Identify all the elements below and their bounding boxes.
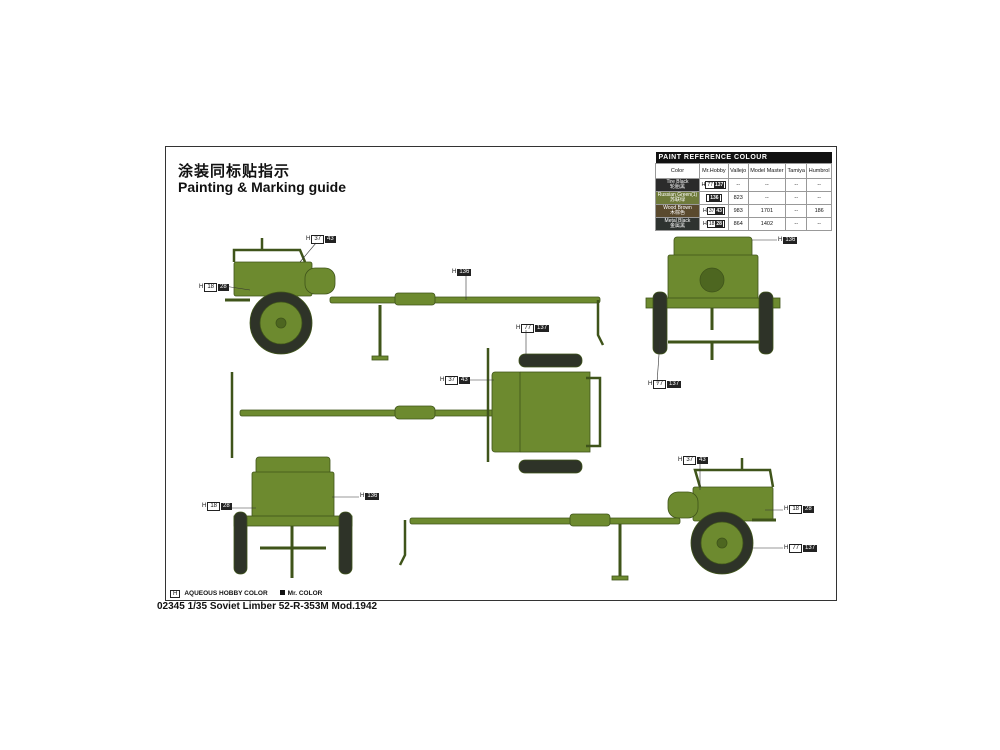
color-name: Wood Brown xyxy=(663,205,692,211)
mr-color-code: 43 xyxy=(715,208,723,214)
mr-color-legend: Mr. COLOR xyxy=(287,590,323,597)
hobby-prefix: H xyxy=(702,208,707,214)
hobby-code: 77 xyxy=(707,182,713,188)
side-view-right xyxy=(398,458,776,581)
color-name-cn: 金属黑 xyxy=(669,223,685,229)
side-view-left xyxy=(225,238,605,361)
color-name: Metal Black xyxy=(664,218,691,224)
mr-color-code: 136 xyxy=(709,195,720,201)
kit-caption: 02345 1/35 Soviet Limber 52-R-353M Mod.1… xyxy=(157,601,378,612)
front-view xyxy=(645,236,781,360)
rear-view xyxy=(233,456,353,578)
hobby-prefix: H xyxy=(702,221,707,227)
color-name: Tire Black xyxy=(666,179,689,185)
page-title-chinese: 涂装同标贴指示 xyxy=(178,162,291,180)
tamiya-cell: -- xyxy=(785,191,808,205)
mr-hobby-cell: 136 xyxy=(698,191,729,205)
top-view xyxy=(230,348,602,474)
mr-color-code: 137 xyxy=(713,182,725,188)
table-row: Russian Green(1)苏联绿 136 823 -- -- -- xyxy=(655,191,832,205)
color-name-cn: 木棕色 xyxy=(669,210,685,216)
mr-color-code: 28 xyxy=(715,221,723,227)
paint-reference-table: PAINT REFERENCE COLOUR Color Mr.Hobby Va… xyxy=(655,152,832,231)
color-name-cn: 轮胎黑 xyxy=(669,184,685,190)
hobby-prefix: H xyxy=(701,182,706,188)
humbrol-cell: -- xyxy=(806,217,832,231)
guide-frame xyxy=(165,146,837,601)
paint-table-title: PAINT REFERENCE COLOUR xyxy=(655,152,832,164)
aqueous-legend: AQUEOUS HOBBY COLOR xyxy=(184,590,268,597)
color-name-cn: 苏联绿 xyxy=(669,197,685,203)
hobby-code: 37 xyxy=(708,208,715,214)
mr-color-legend-square xyxy=(279,590,285,595)
tamiya-cell: -- xyxy=(785,217,808,231)
hobby-code: 18 xyxy=(708,221,715,227)
color-name: Russian Green(1) xyxy=(657,192,698,198)
aqueous-legend-box: H xyxy=(170,590,181,598)
page-title: Painting & Marking guide xyxy=(178,179,347,195)
leader-lines xyxy=(223,239,783,549)
